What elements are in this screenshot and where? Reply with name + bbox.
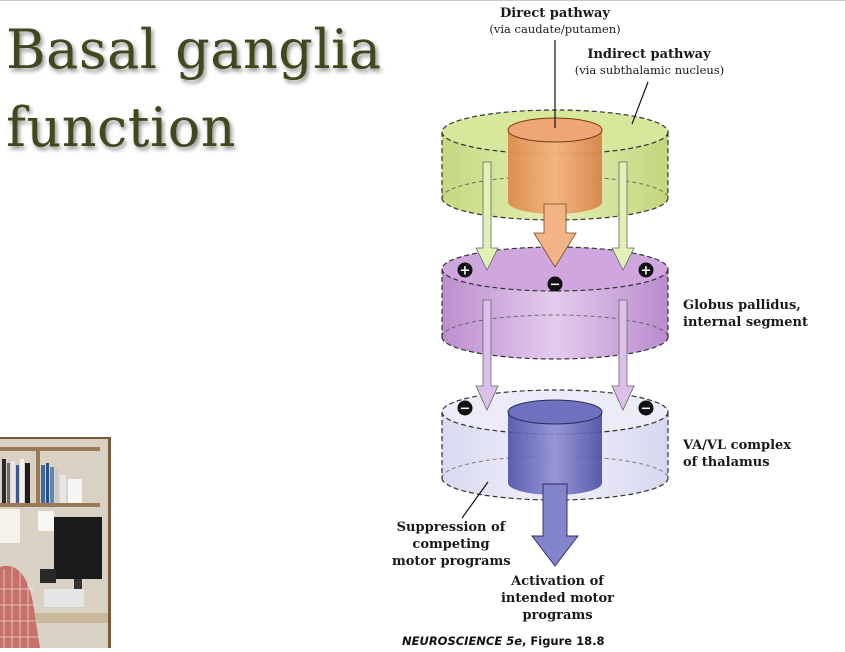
gpi-to-thalamus-arrow-left xyxy=(475,299,499,411)
direct-pathway-title: Direct pathway xyxy=(500,6,610,21)
credit-book: NEUROSCIENCE 5e xyxy=(402,634,523,648)
svg-text:+: + xyxy=(460,264,471,279)
books xyxy=(2,459,82,503)
globus-pallidus-label-2: internal segment xyxy=(683,315,809,330)
webcam-scene xyxy=(0,439,108,648)
top-rule xyxy=(0,0,845,1)
svg-text:+: + xyxy=(641,264,652,279)
indirect-pathway-subtitle: (via subthalamic nucleus) xyxy=(574,63,725,77)
leader-suppression xyxy=(461,481,489,519)
thalamus-inner-cylinder xyxy=(507,399,603,495)
svg-text:−: − xyxy=(550,278,561,293)
sign-gpi-left: + xyxy=(457,262,473,279)
svg-text:−: − xyxy=(460,402,471,417)
figure-credit: NEUROSCIENCE 5e, Figure 18.8 xyxy=(402,634,604,648)
suppression-label-3: motor programs xyxy=(392,554,511,569)
direct-arrow xyxy=(533,203,577,268)
sign-thalamus-right: − xyxy=(638,400,654,417)
leader-indirect xyxy=(631,81,649,125)
suppression-label-2: competing xyxy=(412,537,490,552)
presenter-webcam-video xyxy=(0,437,111,648)
direct-pathway-subtitle: (via caudate/putamen) xyxy=(489,22,621,36)
sign-gpi-right: + xyxy=(638,262,654,279)
activation-label-3: programs xyxy=(522,608,593,623)
slide-title-line-1: Basal ganglia xyxy=(6,18,382,81)
sign-thalamus-left: − xyxy=(457,400,473,417)
slide-title-line-2: function xyxy=(6,96,237,159)
sign-gpi-center: − xyxy=(547,276,563,293)
svg-text:−: − xyxy=(641,402,652,417)
output-arrow xyxy=(531,483,579,567)
thalamus-label-2: of thalamus xyxy=(683,455,770,470)
caudate-putamen-cylinder xyxy=(507,117,603,214)
activation-label-2: intended motor xyxy=(500,591,615,606)
suppression-label-1: Suppression of xyxy=(396,520,506,535)
thalamus-label-1: VA/VL complex xyxy=(683,438,792,453)
indirect-arrow-right xyxy=(611,161,635,271)
globus-pallidus-label-1: Globus pallidus, xyxy=(683,298,801,313)
indirect-pathway-title: Indirect pathway xyxy=(587,47,711,62)
credit-figure: , Figure 18.8 xyxy=(522,634,605,648)
indirect-arrow-left xyxy=(475,161,499,271)
globus-pallidus-disk xyxy=(441,246,669,360)
gpi-to-thalamus-arrow-right xyxy=(611,299,635,411)
activation-label-1: Activation of xyxy=(511,574,604,589)
